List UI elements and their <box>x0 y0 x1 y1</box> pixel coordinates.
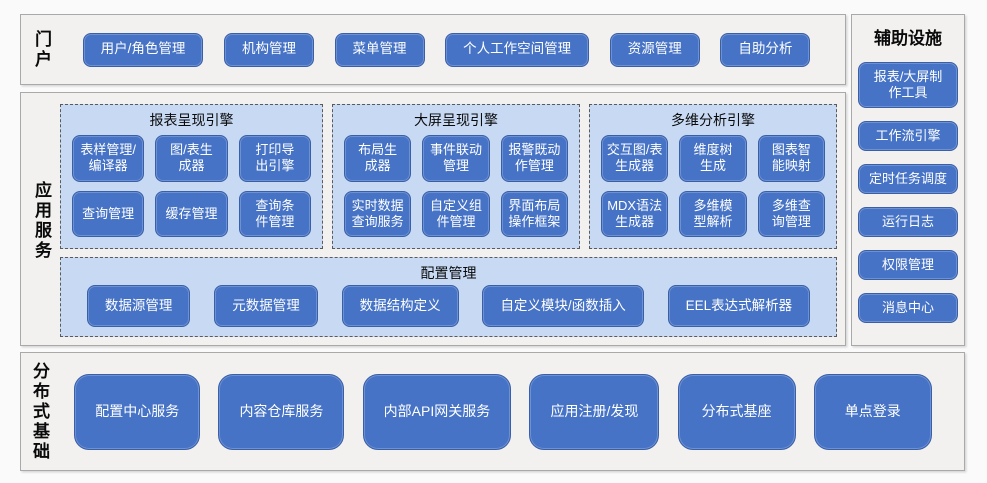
button-scheduled-task-scheduling[interactable]: 定时任务调度 <box>858 164 958 194</box>
app-services-section: 应用服务 报表呈现引擎 表样管理/ 编译器 图/表生 成器 打印导 出引擎 查询… <box>20 92 846 346</box>
portal-section-label: 门户 <box>32 29 51 70</box>
button-org-management[interactable]: 机构管理 <box>223 32 314 67</box>
button-run-logs[interactable]: 运行日志 <box>858 207 958 237</box>
group-title: 大屏呈现引擎 <box>414 112 498 128</box>
group-title: 报表呈现引擎 <box>149 112 234 128</box>
button-interactive-chart-generator[interactable]: 交互图/表 生成器 <box>601 135 669 182</box>
button-report-style-compiler[interactable]: 表样管理/ 编译器 <box>72 135 145 182</box>
button-workflow-engine[interactable]: 工作流引擎 <box>858 121 958 151</box>
button-internal-api-gateway-service[interactable]: 内部API网关服务 <box>362 373 512 450</box>
button-eel-expression-parser[interactable]: EEL表达式解析器 <box>667 285 811 327</box>
group-report-rendering-engine: 报表呈现引擎 表样管理/ 编译器 图/表生 成器 打印导 出引擎 查询管理 缓存… <box>60 104 323 249</box>
group-bigscreen-rendering-engine: 大屏呈现引擎 布局生 成器 事件联动 管理 报警既动 作管理 实时数据 查询服务… <box>332 104 580 249</box>
button-ui-layout-operation-framework[interactable]: 界面布局 操作框架 <box>500 190 568 237</box>
button-print-export-engine[interactable]: 打印导 出引擎 <box>238 135 311 182</box>
button-menu-management[interactable]: 菜单管理 <box>334 32 425 67</box>
group-multidim-analysis-engine: 多维分析引擎 交互图/表 生成器 维度树 生成 图表智 能映射 MDX语法 生成… <box>589 104 837 249</box>
button-permission-management[interactable]: 权限管理 <box>858 250 958 280</box>
base-button-row: 配置中心服务 内容仓库服务 内部API网关服务 应用注册/发现 分布式基座 单点… <box>56 373 950 450</box>
group-title: 配置管理 <box>420 265 477 281</box>
aux-facilities-title: 辅助设施 <box>874 29 942 48</box>
button-alarm-action-management[interactable]: 报警既动 作管理 <box>500 135 568 182</box>
button-layout-generator[interactable]: 布局生 成器 <box>344 135 412 182</box>
button-custom-component-management[interactable]: 自定义组 件管理 <box>422 190 490 237</box>
button-data-structure-definition[interactable]: 数据结构定义 <box>341 285 459 327</box>
group-title: 多维分析引擎 <box>671 112 755 128</box>
button-multidim-query-management[interactable]: 多维查 询管理 <box>757 190 825 237</box>
button-dimension-tree-generation[interactable]: 维度树 生成 <box>679 135 747 182</box>
button-event-linkage-management[interactable]: 事件联动 管理 <box>422 135 490 182</box>
button-chart-table-generator[interactable]: 图/表生 成器 <box>155 135 228 182</box>
button-resource-management[interactable]: 资源管理 <box>609 32 700 67</box>
button-chart-smart-mapping[interactable]: 图表智 能映射 <box>757 135 825 182</box>
button-single-sign-on[interactable]: 单点登录 <box>813 373 932 450</box>
button-config-center-service[interactable]: 配置中心服务 <box>74 373 201 450</box>
button-distributed-foundation[interactable]: 分布式基座 <box>677 373 796 450</box>
portal-button-row: 用户/角色管理 机构管理 菜单管理 个人工作空间管理 资源管理 自助分析 <box>62 32 831 67</box>
engine-groups-row: 报表呈现引擎 表样管理/ 编译器 图/表生 成器 打印导 出引擎 查询管理 缓存… <box>60 104 837 249</box>
aux-facilities-section: 辅助设施 报表/大屏制 作工具 工作流引擎 定时任务调度 运行日志 权限管理 消… <box>851 14 965 346</box>
button-datasource-management[interactable]: 数据源管理 <box>86 285 191 327</box>
portal-section: 门户 用户/角色管理 机构管理 菜单管理 个人工作空间管理 资源管理 自助分析 <box>20 14 846 85</box>
button-self-service-analysis[interactable]: 自助分析 <box>720 32 811 67</box>
button-query-management[interactable]: 查询管理 <box>72 190 145 237</box>
button-app-registration-discovery[interactable]: 应用注册/发现 <box>529 373 660 450</box>
button-mdx-syntax-generator[interactable]: MDX语法 生成器 <box>601 190 669 237</box>
button-custom-module-function-insert[interactable]: 自定义模块/函数插入 <box>482 285 644 327</box>
group-config-management: 配置管理 数据源管理 元数据管理 数据结构定义 自定义模块/函数插入 EEL表达… <box>60 257 837 337</box>
button-message-center[interactable]: 消息中心 <box>858 293 958 323</box>
button-content-repository-service[interactable]: 内容仓库服务 <box>218 373 345 450</box>
button-multidim-model-parsing[interactable]: 多维模 型解析 <box>679 190 747 237</box>
distributed-base-section: 分布式基础 配置中心服务 内容仓库服务 内部API网关服务 应用注册/发现 分布… <box>20 352 965 471</box>
distributed-base-section-label: 分布式基础 <box>30 361 49 462</box>
button-realtime-data-query-service[interactable]: 实时数据 查询服务 <box>344 190 412 237</box>
button-query-condition-management[interactable]: 查询条 件管理 <box>238 190 311 237</box>
button-metadata-management[interactable]: 元数据管理 <box>214 285 318 327</box>
button-report-bigscreen-authoring-tool[interactable]: 报表/大屏制 作工具 <box>858 62 958 108</box>
button-personal-workspace-management[interactable]: 个人工作空间管理 <box>445 32 590 67</box>
button-cache-management[interactable]: 缓存管理 <box>155 190 228 237</box>
app-services-section-label: 应用服务 <box>32 180 51 261</box>
button-user-role-management[interactable]: 用户/角色管理 <box>82 32 204 67</box>
